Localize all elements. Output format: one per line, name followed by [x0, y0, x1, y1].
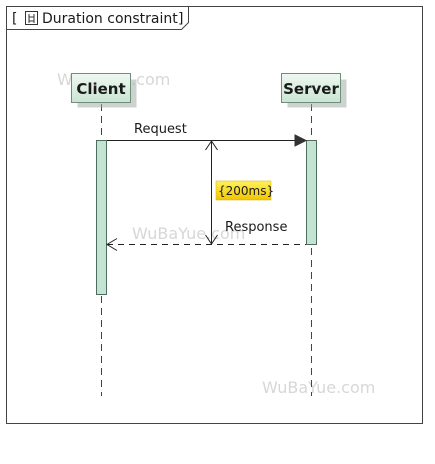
open-arrowhead-icon	[106, 238, 118, 251]
duration-constraint-label: {200ms}	[218, 184, 274, 198]
frame-open-bracket: [	[12, 11, 17, 27]
client-activation-bar[interactable]	[96, 140, 107, 295]
frame-title-tab[interactable]	[6, 6, 189, 30]
lifeline-client[interactable]: Client	[71, 73, 137, 108]
down-arrowhead-icon	[205, 234, 218, 245]
server-activation-bar[interactable]	[306, 140, 317, 245]
duration-constraint[interactable]: {200ms}	[205, 140, 275, 245]
lifeline-server[interactable]: Server	[281, 73, 347, 108]
message-response[interactable]: Response	[106, 220, 306, 251]
lifeline-server-label: Server	[283, 80, 339, 98]
message-request[interactable]: Request	[107, 122, 308, 147]
duration-highlight	[215, 180, 272, 201]
sequence-diagram-icon	[25, 11, 38, 25]
frame-title: Duration constraint	[42, 11, 178, 27]
watermark: WuBaYue.com	[132, 224, 245, 243]
watermark: WuBaYue.com	[262, 378, 375, 397]
message-response-label: Response	[225, 220, 287, 235]
frame-close-bracket: ]	[178, 11, 183, 27]
up-arrowhead-icon	[205, 140, 218, 151]
message-request-label: Request	[134, 122, 187, 137]
filled-arrowhead-icon	[294, 134, 308, 147]
diagram-frame	[6, 6, 423, 424]
lifeline-client-label: Client	[76, 80, 125, 98]
